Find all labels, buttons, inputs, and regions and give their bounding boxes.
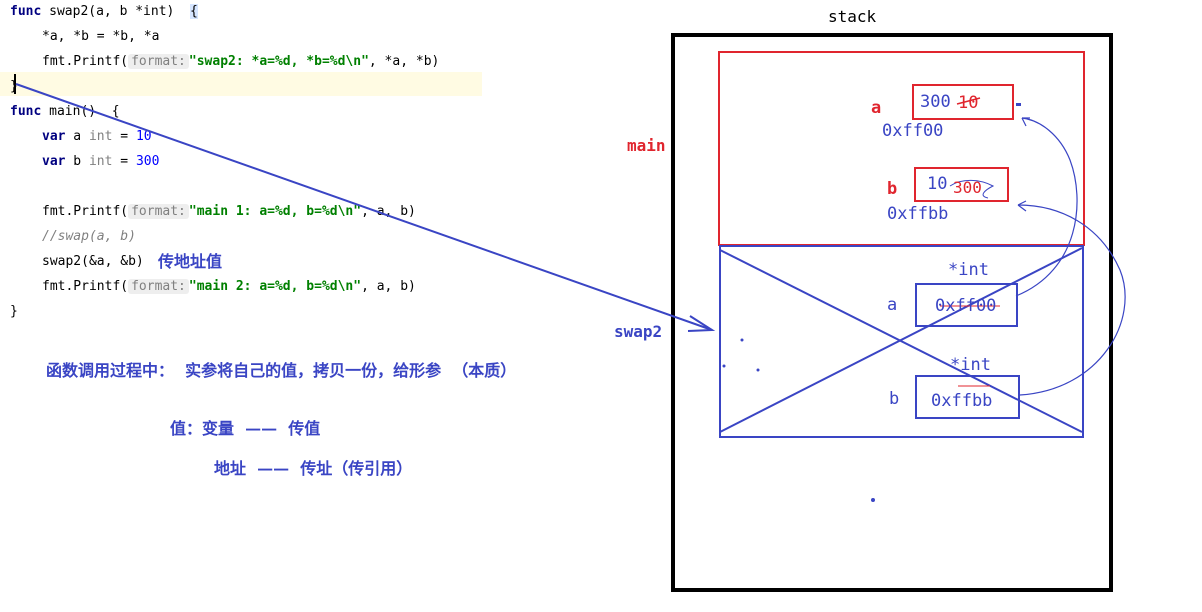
comment: //swap(a, b) [42,229,136,244]
main-b-name: b [887,179,898,199]
stack-title: stack [828,7,877,26]
operator: = [112,129,136,144]
keyword: func [10,104,42,119]
main-a-old-value: 10 [958,93,979,113]
swap2-b-cell [915,375,1020,419]
dot [756,368,760,372]
closing-brace: } [10,79,18,94]
code-line-6[interactable]: var a int = 10 [42,125,152,149]
string-literal: "swap2: *a=%d, *b=%d\n" [188,54,369,69]
pointer-a-head [1021,117,1030,127]
swap2-b-value: 0xffbb [931,391,993,411]
dot [871,498,875,502]
swap2-frame-label: swap2 [614,322,663,341]
args: , *a, *b) [368,54,440,69]
swap2-b-type: *int [950,355,991,375]
identifier: a [65,129,89,144]
dot [1016,103,1021,106]
call-arrow-line [15,83,713,331]
note-pass-by-value: 值：变量 —— 传值 [170,419,321,438]
string-literal: "main 1: a=%d, b=%d\n" [188,204,362,219]
current-line-highlight [0,72,482,96]
call: fmt.Printf( [42,279,129,294]
type: int [88,154,113,169]
text-caret [14,74,16,94]
cross-line-2 [719,247,1083,433]
param-hint: format: [128,54,189,69]
main-a-cell [912,84,1014,120]
main-b-address: 0xffbb [887,204,949,224]
main-frame-label: main [627,136,666,155]
statement: swap2(&a, &b) [42,254,144,269]
closing-brace: } [10,304,18,319]
pointer-b-head [1017,200,1027,212]
swap2-frame-box [719,245,1084,438]
dot [722,364,726,368]
swap2-a-cell [915,283,1018,327]
main-a-new-value: 300 [920,92,951,112]
keyword: var [42,129,66,144]
stack-box [671,33,1113,592]
func-signature: swap2(a, b *int) [41,4,191,19]
string-literal: "main 2: a=%d, b=%d\n" [188,279,362,294]
note-essence: 函数调用过程中： 实参将自己的值，拷贝一份，给形参 （本质） [46,361,517,380]
call-arrowhead [687,315,716,332]
operator: = [112,154,136,169]
param-hint: format: [128,204,189,219]
call: fmt.Printf( [42,54,129,69]
code-line-7[interactable]: var b int = 300 [42,150,159,174]
main-b-new-value: 10 [927,174,948,194]
main-a-name: a [871,98,882,118]
identifier: b [65,154,89,169]
note-pass-by-address: 地址 —— 传址（传引用） [214,459,413,478]
code-line-11[interactable]: fmt.Printf(format:"main 2: a=%d, b=%d\n"… [42,275,416,299]
pointer-b-curve [1017,204,1126,396]
code-line-10[interactable]: swap2(&a, &b) [42,250,144,274]
args: , a, b) [361,279,416,294]
call: fmt.Printf( [42,204,129,219]
swap2-a-type: *int [948,260,989,280]
matched-brace: { [190,4,198,19]
type: int [88,129,113,144]
code-line-4[interactable]: } [10,75,18,99]
strike-a-old [956,97,981,105]
code-line-3[interactable]: fmt.Printf(format:"swap2: *a=%d, *b=%d\n… [42,50,439,74]
code-line-12[interactable]: } [10,300,18,324]
swap2-a-name: a [887,295,898,315]
code-line-1[interactable]: func swap2(a, b *int) { [10,0,198,24]
swap2-b-name: b [889,389,900,409]
annotation-pass-address: 传地址值 [158,252,223,271]
number-literal: 10 [135,129,152,144]
code-line-9[interactable]: //swap(a, b) [42,225,136,249]
keyword: func [10,4,42,19]
code-line-8[interactable]: fmt.Printf(format:"main 1: a=%d, b=%d\n"… [42,200,416,224]
param-hint: format: [128,279,189,294]
scribble-b-old [949,179,995,199]
main-b-old-value: 300 [953,178,982,197]
main-b-cell [914,167,1009,202]
statement: *a, *b = *b, *a [42,29,160,44]
keyword: var [42,154,66,169]
number-literal: 300 [135,154,160,169]
main-a-address: 0xff00 [882,121,944,141]
code-line-2[interactable]: *a, *b = *b, *a [42,25,159,49]
swap2-a-value: 0xff00 [935,296,997,316]
pointer-a-curve [1015,117,1078,297]
dot [740,338,744,342]
